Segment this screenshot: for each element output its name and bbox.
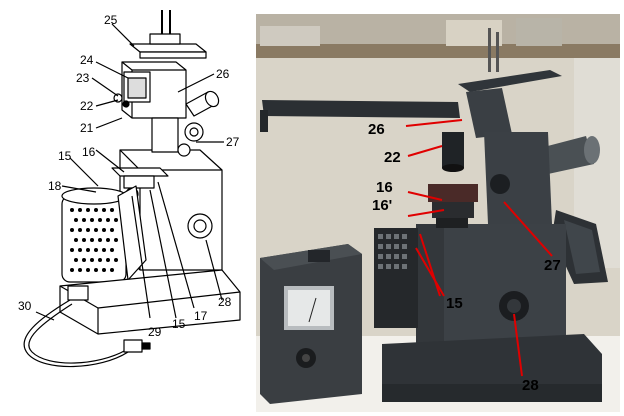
drawing-label-15b: 15 (172, 317, 186, 331)
drawing-label-21: 21 (80, 121, 94, 135)
photo-label-26: 26 (368, 121, 385, 138)
microscope-photo (256, 14, 620, 412)
photo-label-16: 16 (376, 179, 393, 196)
photo-label-28: 28 (522, 377, 539, 394)
drawing-label-17: 17 (194, 309, 208, 323)
drawing-label-23: 23 (76, 71, 90, 85)
photo-label-22: 22 (384, 149, 401, 166)
drawing-label-24: 24 (80, 53, 94, 67)
microscope-line-drawing (23, 10, 241, 368)
drawing-label-28: 28 (218, 295, 232, 309)
photo-label-16-prime: 16' (372, 197, 393, 214)
drawing-label-29: 29 (148, 325, 162, 339)
drawing-label-30: 30 (18, 299, 32, 313)
drawing-label-15: 15 (58, 149, 72, 163)
drawing-label-22: 22 (80, 99, 94, 113)
drawing-label-26: 26 (216, 67, 230, 81)
drawing-label-27: 27 (226, 135, 240, 149)
photo-label-27: 27 (544, 257, 561, 274)
microscope-photo-panel: 26 22 16 16' 15 27 28 (256, 14, 620, 412)
drawing-label-16: 16 (82, 145, 96, 159)
drawing-label-18: 18 (48, 179, 62, 193)
line-drawing-panel: 25 24 23 22 21 26 27 16 15 18 28 29 15 1… (0, 0, 252, 416)
photo-label-15: 15 (446, 295, 463, 312)
drawing-label-25: 25 (104, 13, 118, 27)
